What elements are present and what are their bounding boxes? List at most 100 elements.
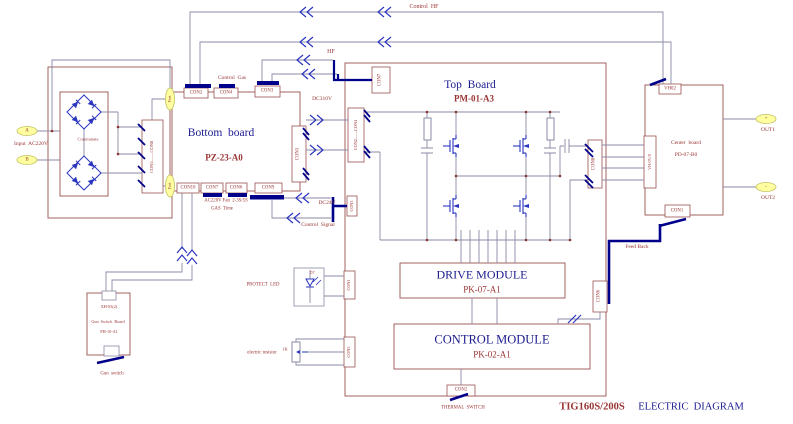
hf-label: HF — [327, 48, 335, 55]
fan-note: AC220V Fan 2-3S/5S — [204, 198, 248, 204]
gun-board-bottom-notch — [103, 345, 120, 357]
vh02-label: VH02 — [664, 86, 676, 92]
terminal-out2 — [755, 182, 777, 192]
wire-feedback-thick — [607, 224, 662, 304]
connector-vh0v0 — [643, 135, 657, 189]
control-signal-label: Control Signal — [301, 222, 335, 229]
con3-topboard-label: CON3 — [348, 200, 354, 212]
wire-control-hf-2 — [199, 41, 672, 85]
terminal-b — [16, 155, 38, 165]
con7-topboard-label: CON7 — [377, 73, 383, 87]
top-board-outline — [344, 62, 607, 397]
con3-label: CON3 — [260, 88, 274, 94]
feed-back-label: Feed Back — [625, 244, 649, 251]
gun-switch-cable — [96, 355, 125, 365]
connector-con1-bottomboard — [291, 125, 307, 183]
wire-hf-thick — [332, 60, 372, 82]
con5-con8-label: CON5——CON8 — [148, 140, 154, 174]
drive-module-title: DRIVE MODULE — [436, 267, 528, 282]
con6-topboard-label: CON6 — [596, 289, 602, 303]
vh0v0-label: VH-0V/0 — [646, 154, 652, 170]
wire-control-signal — [271, 200, 331, 219]
bottom-board-code: PZ-23-A0 — [205, 152, 243, 163]
diagram-title: ELECTRIC DIAGRAM — [638, 401, 744, 413]
protect-led-label: PROTECT LED — [246, 282, 280, 288]
wire-control-hf-1 — [189, 11, 664, 85]
con2-label: CON2 — [189, 90, 203, 96]
board-outlines — [47, 62, 724, 397]
led-icon — [305, 276, 322, 288]
vh02-cable — [649, 77, 667, 87]
connector-con10 — [176, 182, 200, 194]
top-board-code: PM-01-A3 — [454, 93, 494, 104]
drive-module-code: PK-07-A1 — [463, 284, 501, 295]
bridge-rectifier-icon — [67, 95, 101, 129]
gun-board-name: Gun Switch Board — [91, 318, 125, 324]
connector-con9 — [254, 182, 283, 194]
mosfet-icon — [442, 194, 460, 218]
con1-topboard-label: CON1 — [345, 279, 351, 291]
con1-centerboard-label: CON1 — [670, 208, 684, 214]
protect-led-box — [293, 267, 325, 307]
bottom-board-title: Bottom board — [187, 126, 255, 139]
twisted-pair-hatch-icon — [567, 314, 582, 324]
connector-con1-topboard — [343, 270, 356, 300]
wire-hf-1 — [261, 59, 333, 83]
terminal-a — [16, 126, 38, 136]
center-board-outline — [644, 84, 724, 216]
wires — [37, 11, 756, 385]
mosfet-icon — [442, 134, 460, 158]
connector-con3-bottom — [254, 85, 281, 98]
twisted-pair-icon — [176, 246, 188, 262]
protect-diode-label: D7 — [309, 269, 315, 275]
connector-vh02 — [658, 83, 682, 95]
wire-transformer — [602, 144, 644, 181]
port-terminal-1 — [165, 87, 175, 111]
connector-boxes — [101, 66, 691, 397]
bottom-board-outline — [169, 91, 301, 192]
terminal-a-label: A — [25, 128, 29, 134]
resistor-icon — [546, 117, 555, 141]
con6-bottom-label: CON6 — [229, 185, 243, 191]
diagram-model: TIG160S/200S — [559, 401, 625, 413]
port-terminal-2 — [165, 174, 175, 198]
drive-module-outline — [399, 262, 566, 299]
con1-bottomboard-label: CON1 — [295, 147, 301, 161]
control-module-outline — [393, 323, 591, 370]
thick-navy-wires — [96, 60, 687, 402]
mosfet-icon — [512, 194, 530, 218]
input-ac220v-label: Input AC220V — [14, 141, 48, 148]
out2-label: OUT2 — [760, 195, 776, 202]
thermal-switch-cable — [449, 392, 469, 402]
wire-dc24v-thick — [331, 197, 347, 222]
control-hf-label: Control HF — [409, 3, 439, 10]
con8-topboard-label: CON8 — [591, 157, 597, 171]
gun-board-code: PH-10-A1 — [100, 328, 118, 334]
connector-con1-centerboard — [664, 204, 691, 218]
out1-plus: + — [764, 116, 768, 122]
gun-switch-label: Gun switch — [100, 371, 124, 377]
commutate-box — [59, 91, 109, 197]
top-board-title: Top Board — [444, 78, 496, 91]
resistor-label: electric resistor — [247, 350, 277, 356]
terminal-out1 — [755, 114, 777, 124]
out1-label: OUT1 — [760, 127, 776, 134]
potentiometer-icon — [291, 341, 308, 363]
mosfet-icon — [512, 134, 530, 158]
junction-dots — [50, 110, 572, 242]
wire-input-top — [51, 59, 171, 131]
bridge-rectifier-icon — [67, 156, 101, 190]
wire-hf-2 — [271, 73, 337, 83]
port1-label: Port — [166, 95, 172, 103]
con10-label: CON10 — [180, 185, 196, 191]
gas-note: GAS Time — [211, 206, 233, 212]
connector-con8-topboard — [587, 139, 603, 189]
control-module-code: PK-02-A1 — [473, 349, 511, 360]
gun-board-xh-label: XH-03(2) — [100, 303, 118, 309]
con2-thermal-label: CON2 — [454, 387, 468, 393]
control-module-title: CONTROL MODULE — [434, 332, 550, 347]
center-board-code: PD-07-B0 — [674, 152, 698, 159]
components — [67, 6, 555, 363]
